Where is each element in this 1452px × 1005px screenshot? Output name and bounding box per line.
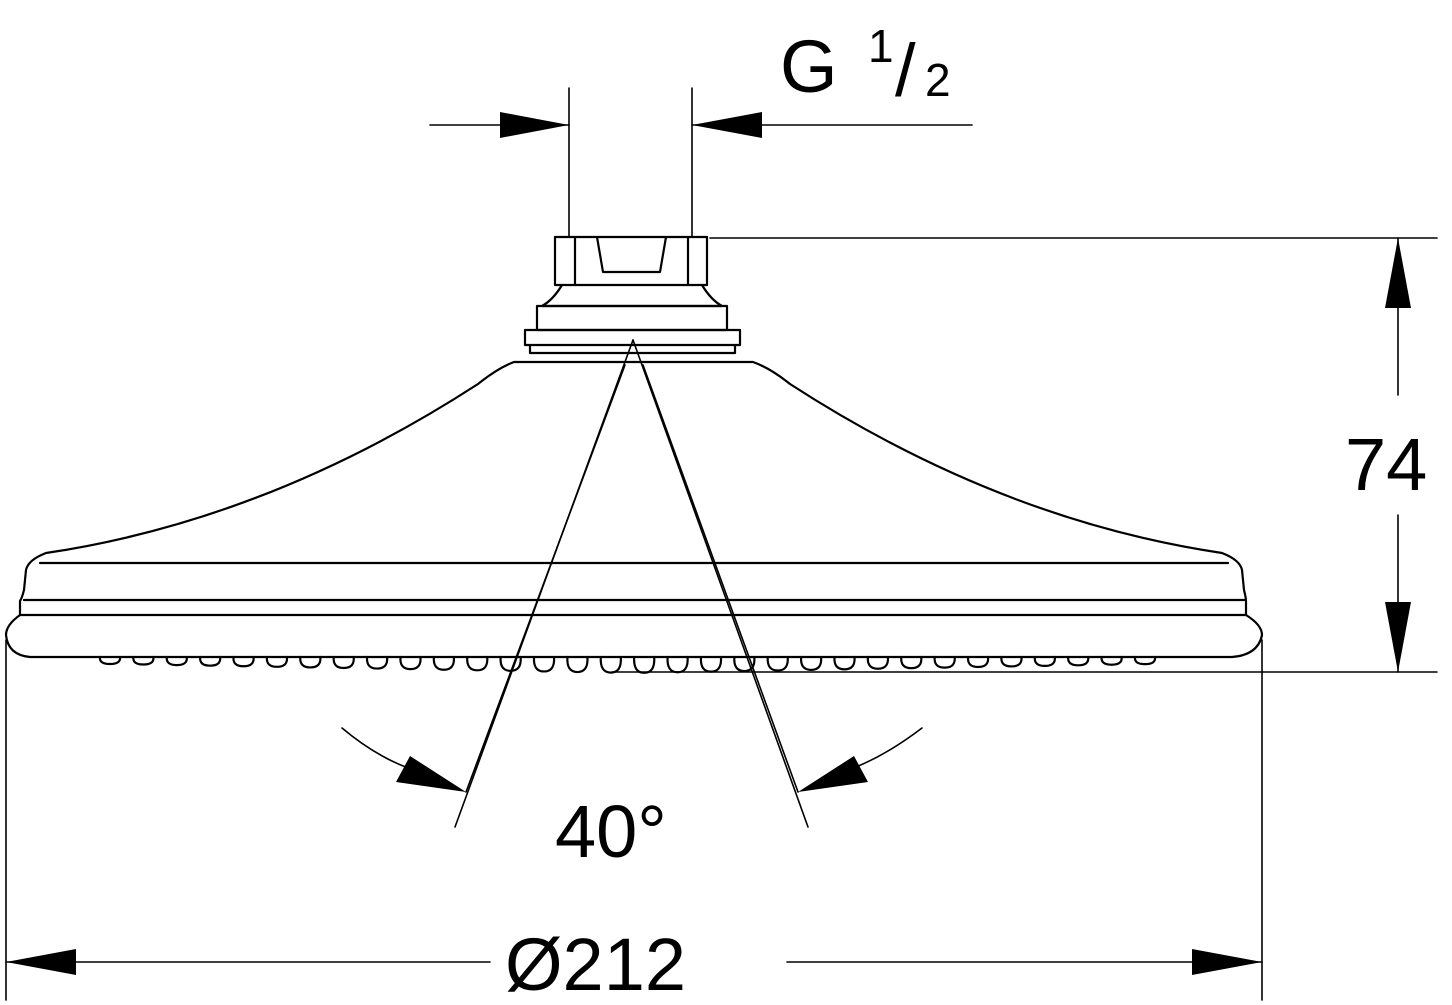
nozzle	[98, 655, 122, 666]
nozzle	[365, 655, 389, 670]
height-dimension: 74	[611, 237, 1438, 673]
nozzle	[299, 655, 322, 669]
nozzle	[733, 655, 756, 673]
nozzle	[766, 655, 789, 672]
height-arrow-top	[1385, 238, 1411, 308]
nozzle	[132, 655, 155, 666]
spray-line-right	[632, 339, 809, 828]
thread-fraction-denominator: 2	[925, 54, 951, 106]
diameter-arrow-right	[1192, 949, 1262, 975]
hex-nut	[553, 235, 709, 287]
nozzle	[599, 655, 622, 674]
angle-arrow-right	[798, 756, 868, 792]
height-value: 74	[1345, 423, 1427, 506]
diameter-dimension: Ø212	[5, 639, 1263, 1005]
spray-line-left-inner	[465, 364, 626, 793]
angle-arrow-left	[396, 756, 466, 792]
shower-head-body	[4, 235, 1264, 659]
nozzle	[466, 655, 489, 672]
spray-angle-lines	[341, 339, 923, 828]
height-arrow-bottom	[1385, 602, 1411, 672]
nozzle	[699, 655, 723, 673]
nozzle	[666, 655, 689, 674]
thread-arrow-left	[500, 112, 569, 138]
nozzle	[933, 655, 956, 669]
thread-label: G	[780, 25, 838, 108]
nozzle	[866, 655, 890, 670]
nozzle	[532, 655, 556, 673]
nozzle	[265, 655, 289, 668]
diameter-value: Ø212	[505, 923, 686, 1005]
spray-nozzles	[98, 655, 1157, 674]
nozzle	[1000, 655, 1023, 668]
thread-fraction-numerator: 1	[868, 20, 894, 72]
nozzle	[900, 655, 923, 670]
connector-neck	[540, 283, 724, 308]
flange-ring-upper	[535, 304, 729, 332]
nozzle	[1067, 655, 1090, 667]
thread-arrow-right	[692, 112, 762, 138]
nozzle	[1133, 655, 1157, 666]
nozzle	[1100, 655, 1123, 666]
nozzle	[966, 655, 990, 669]
nozzle	[799, 655, 823, 672]
nozzle	[1033, 655, 1057, 667]
dome	[4, 360, 1264, 659]
diameter-arrow-left	[6, 949, 76, 975]
nozzle	[432, 655, 456, 671]
thread-fraction-slash: /	[895, 29, 916, 112]
nozzle	[499, 655, 522, 672]
nozzle	[232, 655, 255, 668]
nozzle	[833, 655, 856, 671]
nozzle	[566, 655, 589, 674]
thread-dimension: G 1 / 2	[429, 20, 973, 238]
nozzle	[198, 655, 222, 667]
nozzle	[633, 655, 656, 674]
flange-ring-lower	[523, 328, 742, 355]
spray-line-right-inner	[642, 364, 799, 793]
nozzle	[332, 655, 355, 670]
nozzle	[165, 655, 188, 667]
spray-angle-value: 40°	[555, 790, 667, 873]
nozzle	[399, 655, 422, 671]
